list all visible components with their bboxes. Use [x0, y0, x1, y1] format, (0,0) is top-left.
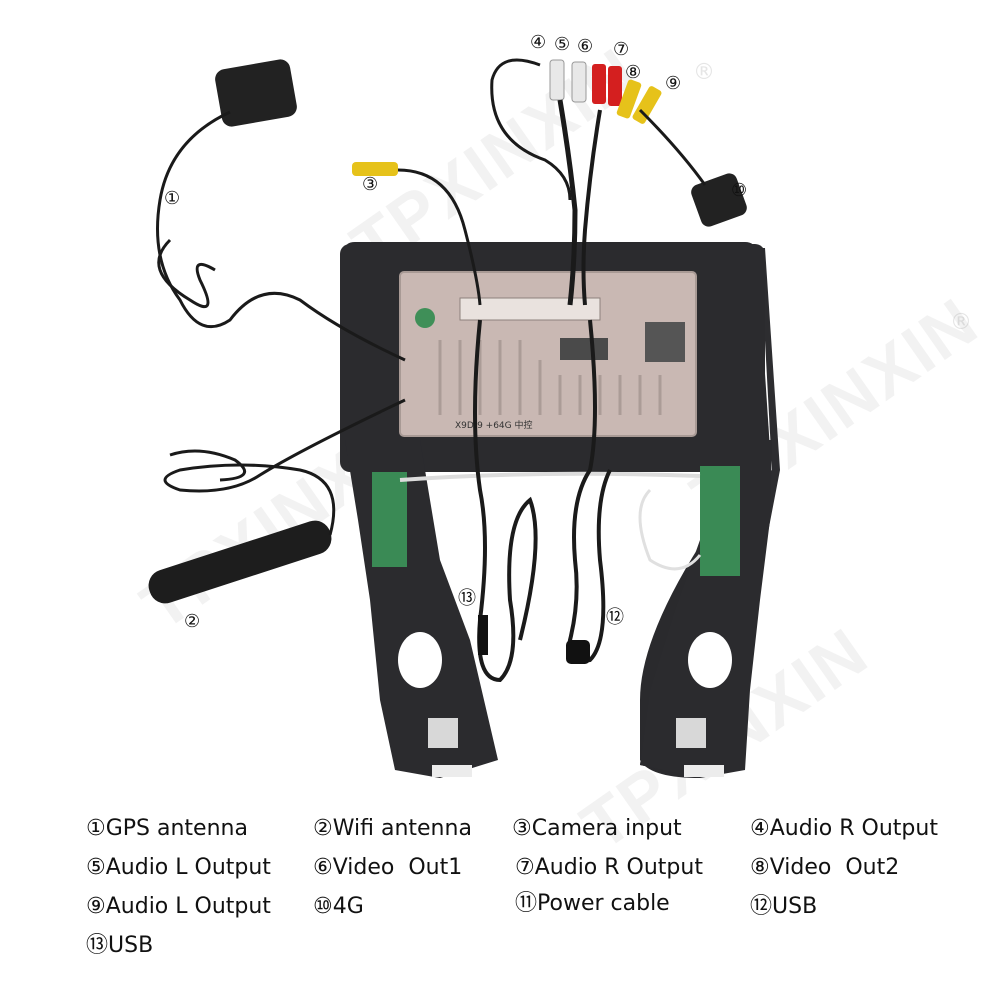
rca-white-2	[571, 61, 587, 103]
right-clip	[676, 718, 706, 748]
legend-text: 4G	[332, 894, 364, 919]
usb-cable-13	[473, 319, 538, 683]
legend-text: Video Out2	[769, 855, 900, 880]
legend-text: Camera input	[531, 816, 682, 841]
wifi-antenna-module	[148, 520, 332, 604]
legend-number: ⑤	[86, 855, 106, 880]
callout-wifi-antenna: ②	[184, 611, 201, 632]
legend-number: ⑧	[750, 855, 770, 880]
callout-usb-12: ⑫	[606, 607, 624, 628]
legend-text: Power cable	[537, 891, 670, 916]
wifi-cable	[163, 398, 406, 536]
callout-camera-input: ③	[362, 174, 379, 195]
callout-audio-r-1: ④	[530, 32, 547, 53]
bezel-left-arm	[345, 440, 498, 778]
legend-text: GPS antenna	[105, 816, 248, 841]
right-button-board	[700, 466, 740, 576]
legend-item-usb-13: ⑬USB	[86, 935, 153, 957]
watermark-mark: ®	[693, 60, 715, 85]
legend-number: ⑪	[515, 891, 538, 916]
legend-number: ⑩	[313, 894, 333, 919]
4g-cable	[638, 108, 707, 186]
rca-yellow-2	[632, 86, 662, 124]
rca-red-1	[592, 64, 606, 104]
usb-plug-12	[566, 640, 590, 664]
ribbon-cable-right	[638, 488, 702, 571]
usb-cable-12	[567, 319, 612, 663]
legend-item-gps-antenna: ①GPS antenna	[86, 818, 248, 840]
legend-item-wifi-antenna: ②Wifi antenna	[313, 818, 472, 840]
callout-audio-r-2: ⑦	[613, 39, 630, 60]
legend-item-video-out1: ⑥Video Out1	[313, 857, 462, 879]
gps-antenna-module	[215, 59, 297, 127]
callout-audio-l-1: ⑤	[554, 34, 571, 55]
heat-sink-fins	[438, 340, 662, 415]
legend-item-audio-r-output-2: ⑦Audio R Output	[515, 857, 703, 879]
legend-number: ③	[512, 816, 532, 841]
legend-item-video-out2: ⑧Video Out2	[750, 857, 899, 879]
sim-slot	[560, 338, 608, 360]
camera-rca	[352, 162, 398, 176]
rca-white-1	[549, 59, 565, 101]
legend-item-4g: ⑩4G	[313, 896, 364, 918]
camera-cable	[397, 168, 482, 306]
left-tab	[432, 765, 472, 777]
callout-gps-antenna: ①	[164, 188, 181, 209]
legend-item-audio-r-output-1: ④Audio R Output	[750, 818, 938, 840]
legend-number: ④	[750, 816, 770, 841]
connector-strip	[459, 297, 601, 321]
legend-item-usb-12: ⑫USB	[750, 896, 817, 918]
legend-item-power-cable: ⑪Power cable	[515, 893, 670, 915]
gps-cable	[156, 110, 406, 362]
gps-port	[415, 308, 435, 328]
legend-text: Audio R Output	[534, 855, 703, 880]
rca-red-2	[608, 66, 622, 106]
callout-video-out-2: ⑧	[625, 62, 642, 83]
callout-audio-l-2: ⑨	[665, 73, 682, 94]
legend-text: Audio L Output	[105, 855, 271, 880]
legend-item-audio-l-output-2: ⑨Audio L Output	[86, 896, 271, 918]
right-vent-hole	[688, 632, 732, 688]
legend-number: ⑫	[750, 894, 773, 919]
legend-text: Audio R Output	[769, 816, 938, 841]
usb-plug-13	[478, 615, 488, 655]
legend-number: ①	[86, 816, 106, 841]
left-button-board	[372, 472, 407, 567]
legend-text: USB	[772, 894, 818, 919]
legend-text: Wifi antenna	[332, 816, 472, 841]
legend-number: ⑬	[86, 933, 109, 958]
callout-video-out-1: ⑥	[577, 36, 594, 57]
right-tab	[684, 765, 724, 777]
legend-number: ⑨	[86, 894, 106, 919]
4g-module	[691, 173, 747, 227]
legend-item-camera-input: ③Camera input	[512, 818, 682, 840]
rca-bundle	[557, 99, 578, 306]
legend-text: Audio L Output	[105, 894, 271, 919]
legend-number: ⑥	[313, 855, 333, 880]
product-photo: X9D-9 +64G 中控	[148, 58, 780, 778]
callout-4g: ⑩	[731, 180, 748, 201]
legend-item-audio-l-output-1: ⑤Audio L Output	[86, 857, 271, 879]
legend-text: Video Out1	[332, 855, 463, 880]
legend-number: ⑦	[515, 855, 535, 880]
legend-text: USB	[108, 933, 154, 958]
unit-label: X9D-9 +64G 中控	[455, 419, 533, 431]
callout-usb-13: ⑬	[458, 588, 476, 609]
ventilation-grid	[645, 322, 685, 362]
left-clip	[428, 718, 458, 748]
watermark-mark: ®	[950, 310, 972, 335]
ribbon-cable	[399, 471, 701, 482]
rca-yellow-1	[616, 79, 642, 119]
left-vent-hole	[398, 632, 442, 688]
legend-number: ②	[313, 816, 333, 841]
